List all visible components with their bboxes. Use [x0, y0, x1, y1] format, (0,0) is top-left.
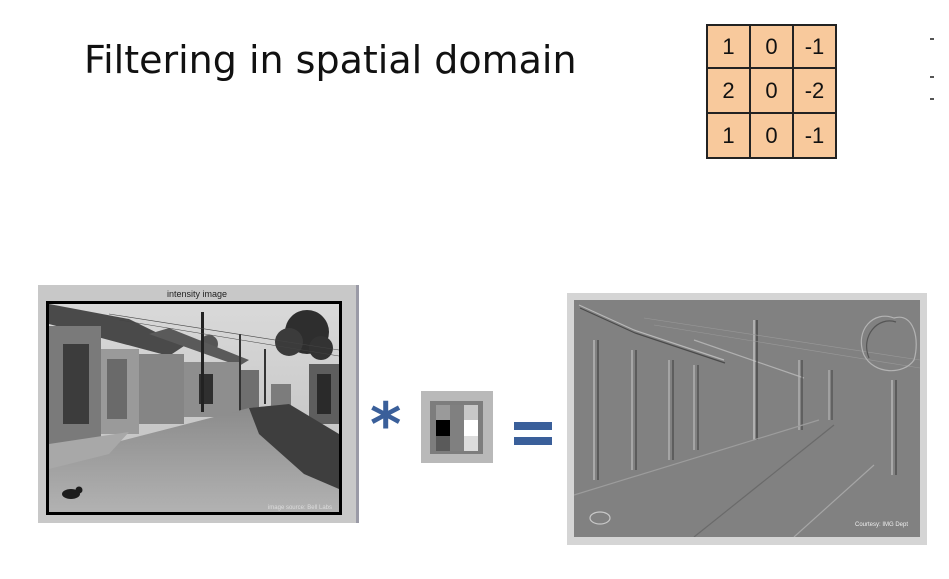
kernel-vis-right-bottom [464, 436, 478, 451]
kernel-vis-right-top [464, 405, 478, 420]
kernel-vis-left-top [436, 405, 450, 420]
filtered-image-window: Courtesy: IMG Dept [567, 293, 927, 545]
kernel-cell: -1 [792, 112, 837, 159]
filtered-image: Courtesy: IMG Dept [574, 300, 920, 537]
kernel-matrix: 1 0 -1 2 0 -2 1 0 -1 [706, 24, 837, 159]
convolution-operator: * [370, 390, 402, 460]
intensity-image-credit: image source: Bell Labs [267, 505, 332, 511]
kernel-visualization [421, 391, 493, 463]
street-photo [49, 304, 339, 512]
slide-title: Filtering in spatial domain [84, 38, 577, 82]
kernel-cell: 1 [706, 112, 751, 159]
edge-response-photo [574, 300, 920, 537]
kernel-cell: 0 [749, 67, 794, 114]
kernel-vis-left-middle [436, 420, 450, 436]
kernel-row: 2 0 -2 [706, 67, 837, 114]
kernel-cell: 0 [749, 112, 794, 159]
kernel-cell: -2 [792, 67, 837, 114]
kernel-row: 1 0 -1 [706, 112, 837, 159]
kernel-row: 1 0 -1 [706, 25, 837, 69]
kernel-vis-center [450, 405, 464, 451]
kernel-cell: 2 [706, 67, 751, 114]
kernel-vis-left-bottom [436, 436, 450, 451]
kernel-cell: 0 [749, 25, 794, 69]
kernel-vis-right-middle [464, 420, 478, 436]
kernel-visualization-grid [430, 401, 483, 454]
intensity-image-window: intensity image [38, 285, 359, 523]
equals-operator [514, 412, 554, 450]
kernel-cell: -1 [792, 25, 837, 69]
filtered-image-credit: Courtesy: IMG Dept [854, 522, 908, 528]
kernel-cell: 1 [706, 25, 751, 69]
slide-edge-marks [930, 38, 936, 108]
intensity-image-caption: intensity image [166, 289, 228, 299]
intensity-image: image source: Bell Labs [46, 301, 342, 515]
